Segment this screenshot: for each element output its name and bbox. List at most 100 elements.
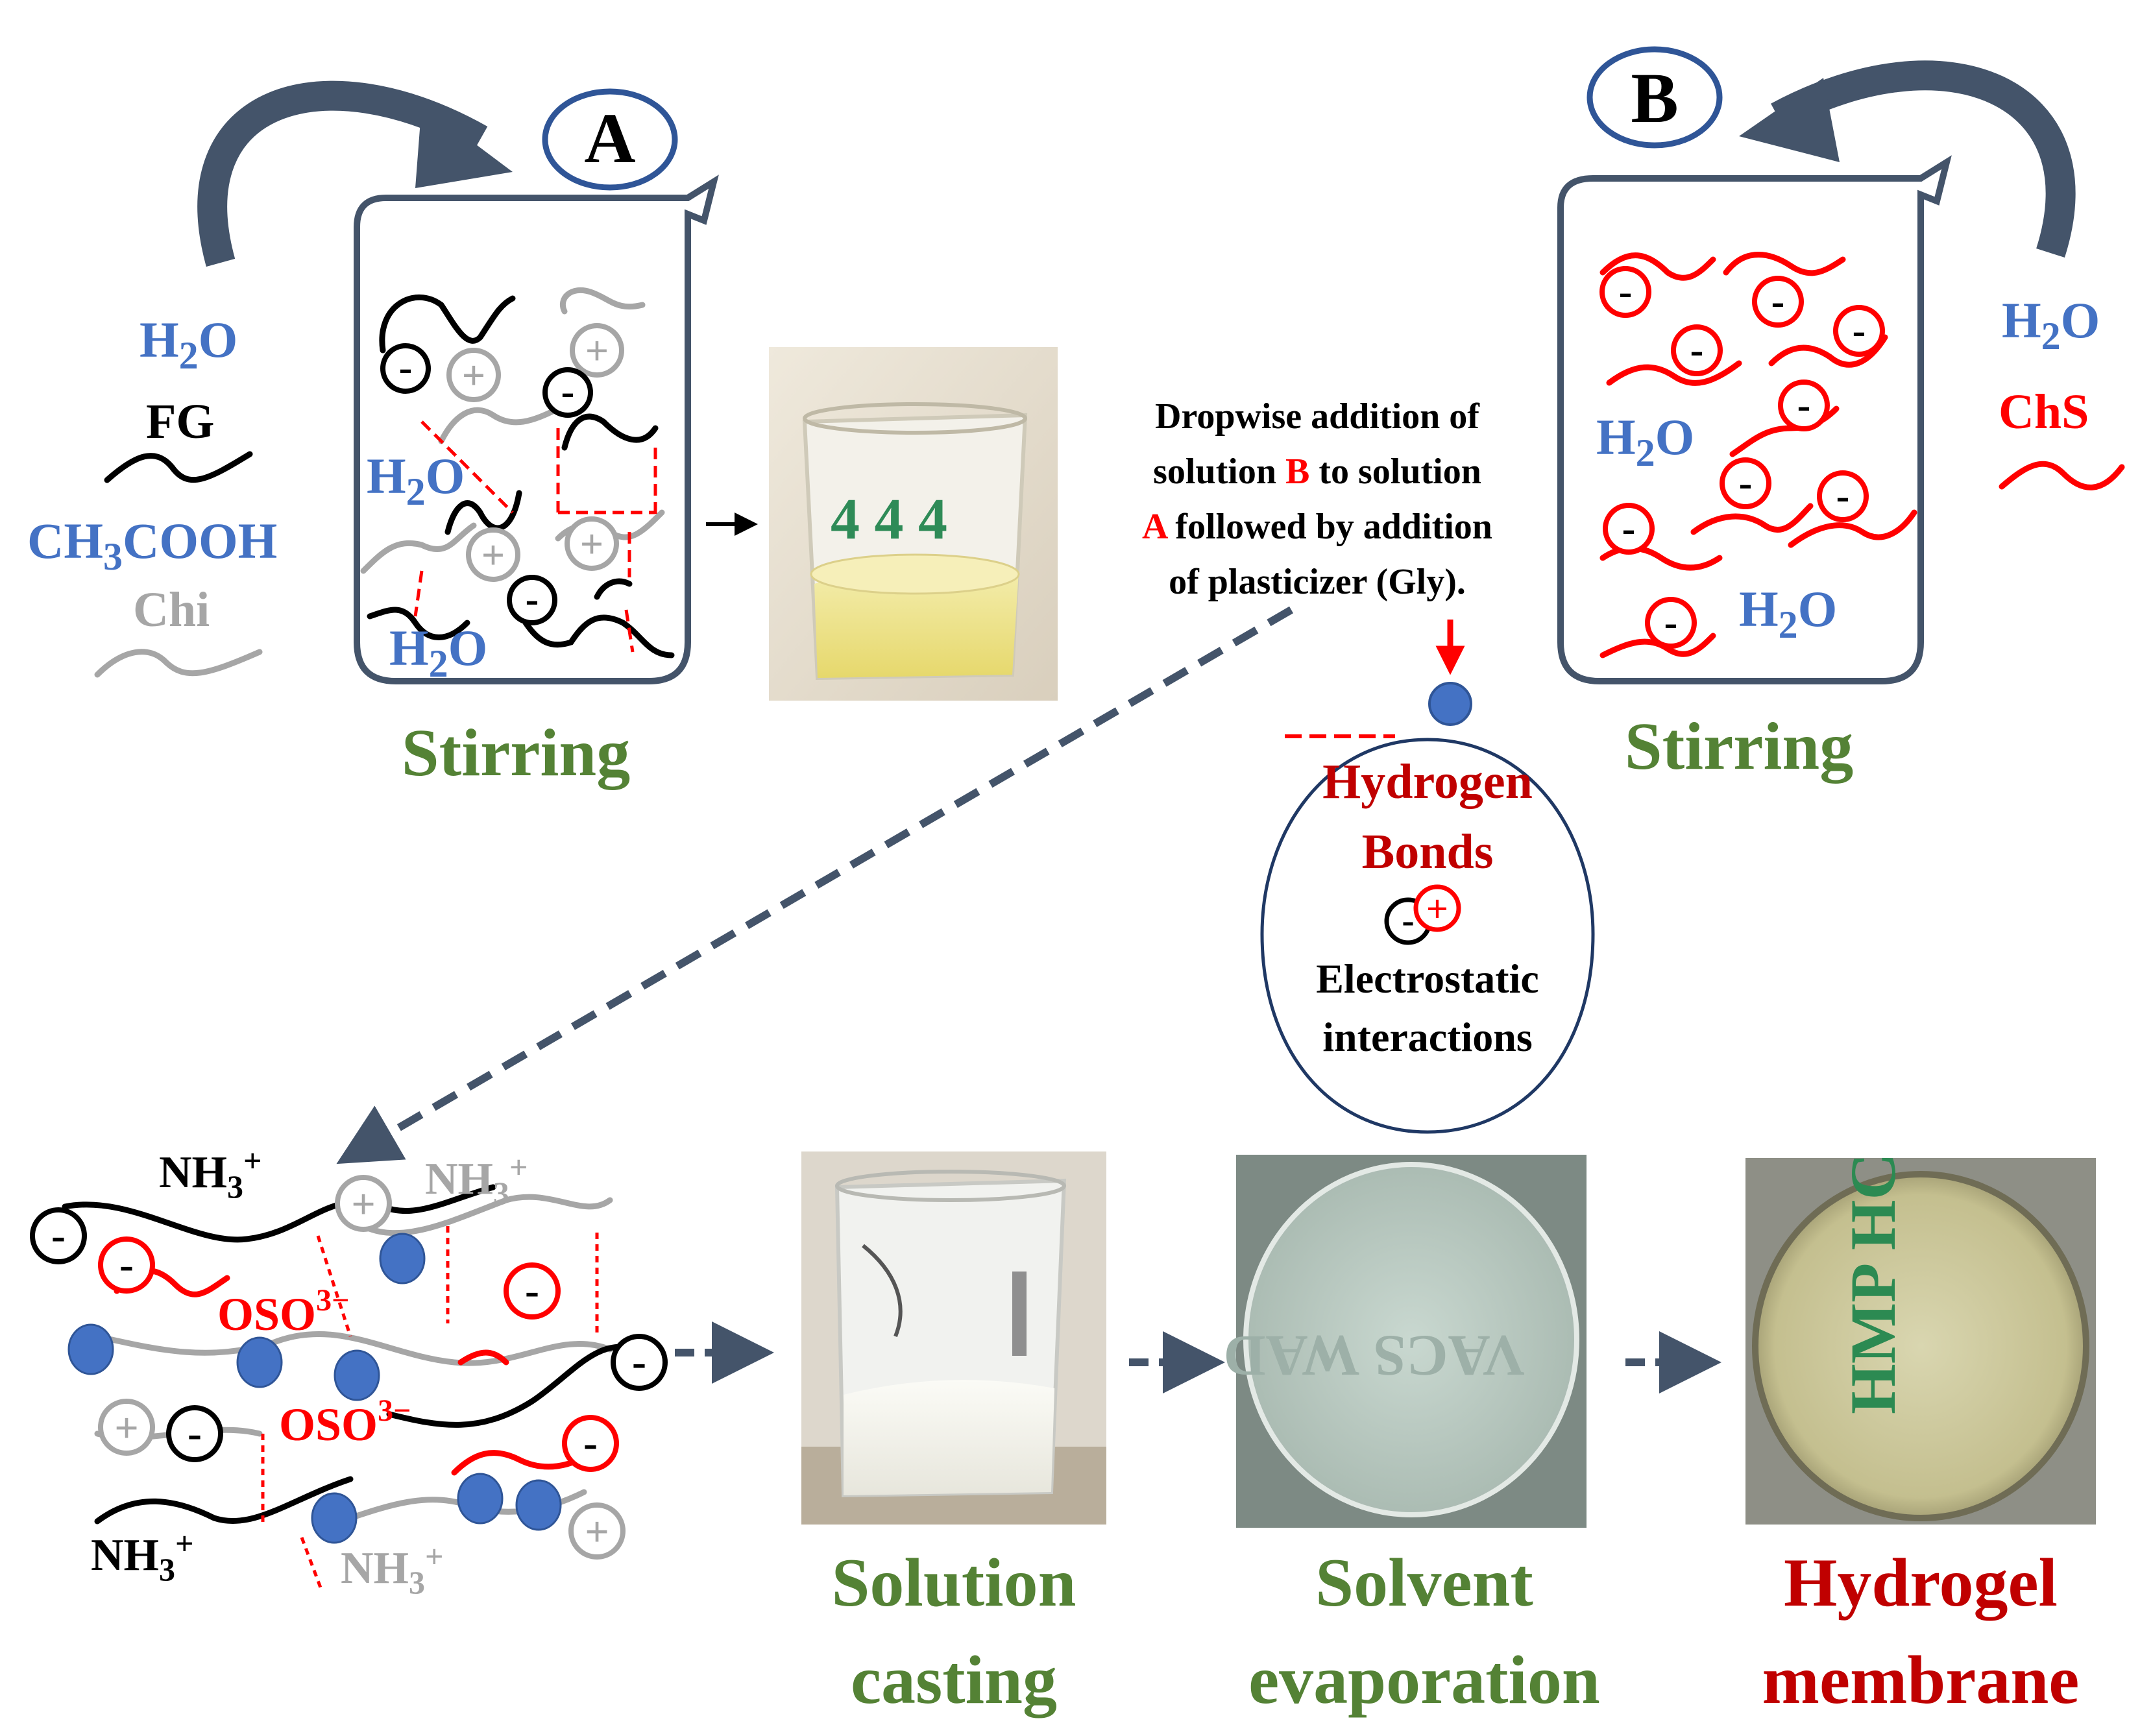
charge-minus-icon: -: [1671, 324, 1723, 376]
network-nh3-1: NH3+: [159, 1142, 262, 1205]
svg-text:evaporation: evaporation: [1248, 1642, 1600, 1718]
network-nh3-4: NH3+: [341, 1538, 444, 1600]
svg-text:-: -: [1836, 474, 1850, 518]
svg-text:-: -: [526, 577, 539, 621]
step-label-membrane: Hydrogel membrane: [1762, 1545, 2080, 1718]
instruction-text: Dropwise addition of solution B to solut…: [1142, 396, 1492, 602]
charge-plus-icon: +: [335, 1175, 392, 1232]
charge-minus-icon: -: [1817, 470, 1869, 522]
charge-minus-icon: -: [1645, 597, 1697, 649]
beaker-a-contents: - + + - + + -: [360, 287, 675, 658]
beaker-b-water-2: H2O: [1739, 581, 1837, 646]
charge-plus-icon: +: [570, 323, 624, 378]
beaker-b-outline-icon: [1557, 155, 1952, 684]
step-label-evaporation: Solvent evaporation: [1248, 1545, 1600, 1718]
input-a-fg: FG: [146, 394, 215, 449]
beaker-a-water-1: H2O: [367, 448, 465, 513]
beaker-a-water-2: H2O: [389, 620, 487, 685]
svg-text:solution B to solution: solution B to solution: [1153, 452, 1481, 492]
network-nh3-2: NH3+: [425, 1149, 528, 1211]
charge-minus-icon: -: [562, 1415, 619, 1472]
curved-arrow-a-head: [415, 104, 513, 188]
legend-oval-border: [1260, 738, 1595, 1134]
chi-chain-icon: [94, 649, 263, 678]
badge-a-circle: [542, 88, 678, 191]
photo-solvent-evaporation: VACS WAD: [1224, 1155, 1587, 1528]
photo-handwriting: VACS WAD: [1224, 1323, 1525, 1388]
curved-arrow-b: [1771, 60, 2076, 258]
charge-plus-icon: +: [98, 1399, 155, 1456]
charge-minus-icon: -: [1599, 266, 1651, 318]
input-a-water: H2O: [140, 311, 237, 377]
curved-arrow-b-head: [1739, 78, 1840, 162]
svg-text:+: +: [585, 1508, 609, 1556]
charge-plus-icon: +: [565, 516, 619, 571]
photo-solution-casting: [801, 1151, 1106, 1525]
input-b-water: H2O: [2002, 292, 2100, 357]
svg-text:-: -: [51, 1212, 66, 1259]
photo-handwriting: 4 4 4: [831, 487, 947, 551]
charge-minus-icon: -: [1603, 503, 1655, 555]
svg-text:-: -: [1797, 383, 1811, 428]
photo-hydrogel-membrane: HMP HC: [1745, 1153, 2096, 1525]
step-label-casting: Solution casting: [831, 1545, 1076, 1718]
photo-yellow-solution: 4 4 4: [769, 347, 1058, 701]
legend-charge-pair-icon: - +: [1384, 884, 1461, 945]
svg-text:membrane: membrane: [1762, 1642, 2080, 1718]
charge-plus-icon: +: [466, 527, 520, 582]
svg-text:A followed by addition: A followed by addition: [1142, 507, 1492, 547]
svg-text:-: -: [399, 346, 413, 390]
svg-text:+: +: [462, 352, 485, 398]
badge-a-label: A: [584, 99, 635, 178]
svg-text:Hydrogel: Hydrogel: [1784, 1545, 2058, 1621]
svg-text:Solvent: Solvent: [1315, 1545, 1533, 1621]
svg-text:+: +: [114, 1404, 139, 1452]
svg-text:+: +: [481, 532, 505, 578]
stirring-b-label: Stirring: [1625, 709, 1853, 784]
photo-handwriting: HMP HC: [1837, 1153, 1909, 1414]
svg-text:-: -: [1664, 601, 1678, 645]
glycerol-dot-icon: [1428, 682, 1472, 726]
svg-text:+: +: [585, 328, 609, 374]
svg-text:Solution: Solution: [831, 1545, 1076, 1621]
input-a-chi: Chi: [133, 583, 210, 637]
charge-minus-icon: -: [30, 1207, 87, 1264]
charge-minus-icon: -: [1778, 380, 1830, 431]
network-oso-2: OSO3−: [279, 1393, 411, 1451]
charge-minus-icon: -: [542, 367, 593, 418]
svg-text:+: +: [580, 521, 603, 567]
charge-minus-icon: -: [504, 1262, 561, 1320]
svg-text:-: -: [561, 370, 575, 414]
svg-text:-: -: [1622, 507, 1636, 551]
charge-minus-icon: -: [380, 343, 431, 394]
svg-text:-: -: [525, 1267, 539, 1314]
charge-minus-icon: -: [98, 1236, 155, 1294]
svg-text:-: -: [188, 1410, 202, 1457]
svg-text:-: -: [632, 1338, 646, 1386]
badge-b-circle: [1587, 46, 1723, 149]
legend-hbond-line2: Bonds: [1362, 825, 1494, 879]
stirring-a-label: Stirring: [402, 716, 630, 790]
svg-text:Dropwise addition of: Dropwise addition of: [1155, 396, 1480, 437]
curved-arrow-a: [197, 80, 488, 267]
badge-b-label: B: [1631, 58, 1678, 138]
beaker-b-water-1: H2O: [1596, 409, 1694, 474]
charge-plus-icon: +: [568, 1502, 626, 1560]
polymer-network: - - + - - + - - +: [30, 1175, 668, 1590]
network-nh3-3: NH3+: [91, 1525, 194, 1587]
charge-minus-icon: -: [507, 575, 557, 625]
charge-minus-icon: -: [1752, 276, 1804, 328]
svg-text:-: -: [1690, 328, 1704, 372]
svg-text:-: -: [1771, 280, 1785, 324]
svg-text:-: -: [1853, 309, 1866, 353]
legend-electro-line2: interactions: [1322, 1014, 1533, 1060]
input-b-chs: ChS: [1999, 385, 2089, 439]
legend-hbond-line1: Hydrogen: [1322, 754, 1533, 809]
svg-text:-: -: [1739, 461, 1753, 505]
svg-text:-: -: [1402, 899, 1414, 941]
network-oso-1: OSO3−: [217, 1283, 349, 1340]
charge-minus-icon: -: [166, 1405, 223, 1462]
beaker-b-contents: - - - - - - - - -: [1599, 252, 1917, 658]
